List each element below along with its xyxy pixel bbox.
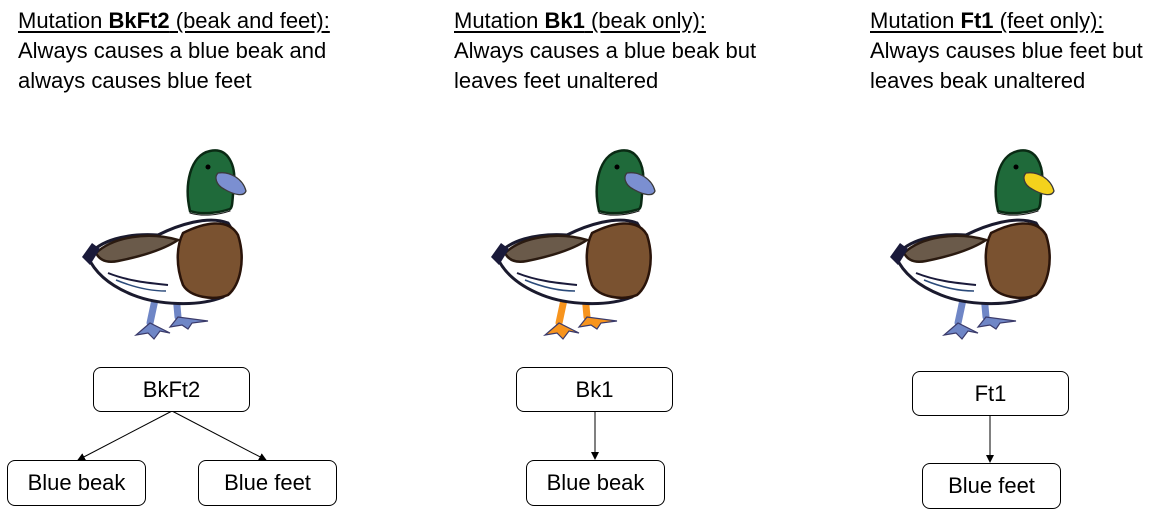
description-line: leaves beak unaltered — [870, 68, 1086, 93]
description-line: Always causes a blue beak and — [18, 38, 327, 63]
duck-eye — [1013, 164, 1019, 170]
duck-tail — [82, 243, 100, 265]
feet-icon — [577, 316, 618, 330]
panel-bkft2-text: Mutation BkFt2 (beak and feet): Always c… — [18, 6, 330, 96]
description-line: Always causes a blue beak but — [454, 38, 757, 63]
heading-gene-name: BkFt2 — [108, 8, 170, 33]
feet-icon — [542, 322, 580, 340]
duck-eye — [614, 164, 620, 170]
heading-suffix: (beak and feet): — [169, 8, 330, 33]
panel-bk1-text: Mutation Bk1 (beak only): Always causes … — [454, 6, 756, 96]
effect-box-blue-beak: Blue beak — [7, 460, 146, 506]
heading-gene-name: Bk1 — [544, 8, 585, 33]
duck-eye — [205, 164, 211, 170]
description-line: always causes blue feet — [18, 68, 252, 93]
duck-breast — [984, 222, 1051, 299]
effect-box-blue-beak: Blue beak — [526, 460, 665, 506]
mallard-duck-illustration — [890, 149, 1055, 340]
duck-wing — [503, 234, 590, 263]
heading-suffix: (beak only): — [584, 8, 706, 33]
duck-tail — [890, 243, 908, 265]
beak-icon — [624, 172, 656, 196]
heading-prefix: Mutation — [454, 8, 545, 33]
description-line: Always causes blue feet but — [870, 38, 1143, 63]
duck-tail — [491, 243, 509, 265]
mallard-duck-illustration — [491, 149, 656, 340]
feet-icon — [168, 316, 209, 330]
gene-box-ft1: Ft1 — [912, 371, 1069, 416]
gene-box-bk1: Bk1 — [516, 367, 673, 412]
feet-icon — [941, 322, 979, 340]
duck-wing — [902, 234, 989, 263]
panel-ft1-text: Mutation Ft1 (feet only): Always causes … — [870, 6, 1143, 96]
duck-breast — [585, 222, 652, 299]
duck-breast — [176, 222, 243, 299]
arrow-bkft2-to-blue-beak — [77, 410, 173, 461]
effect-box-blue-feet: Blue feet — [922, 463, 1061, 509]
mallard-duck-illustration — [82, 149, 247, 340]
panel-heading: Mutation Ft1 (feet only): — [870, 8, 1104, 33]
description-line: leaves feet unaltered — [454, 68, 659, 93]
heading-prefix: Mutation — [18, 8, 109, 33]
feet-icon — [133, 322, 171, 340]
panel-heading: Mutation BkFt2 (beak and feet): — [18, 8, 330, 33]
heading-suffix: (feet only): — [993, 8, 1104, 33]
effect-box-blue-feet: Blue feet — [198, 460, 337, 506]
arrow-bkft2-to-blue-feet — [171, 410, 267, 461]
gene-box-bkft2: BkFt2 — [93, 367, 250, 412]
panel-heading: Mutation Bk1 (beak only): — [454, 8, 706, 33]
beak-icon — [1023, 172, 1055, 196]
heading-prefix: Mutation — [870, 8, 961, 33]
feet-icon — [976, 316, 1017, 330]
duck-wing — [94, 234, 181, 263]
heading-gene-name: Ft1 — [960, 8, 994, 33]
beak-icon — [215, 172, 247, 196]
